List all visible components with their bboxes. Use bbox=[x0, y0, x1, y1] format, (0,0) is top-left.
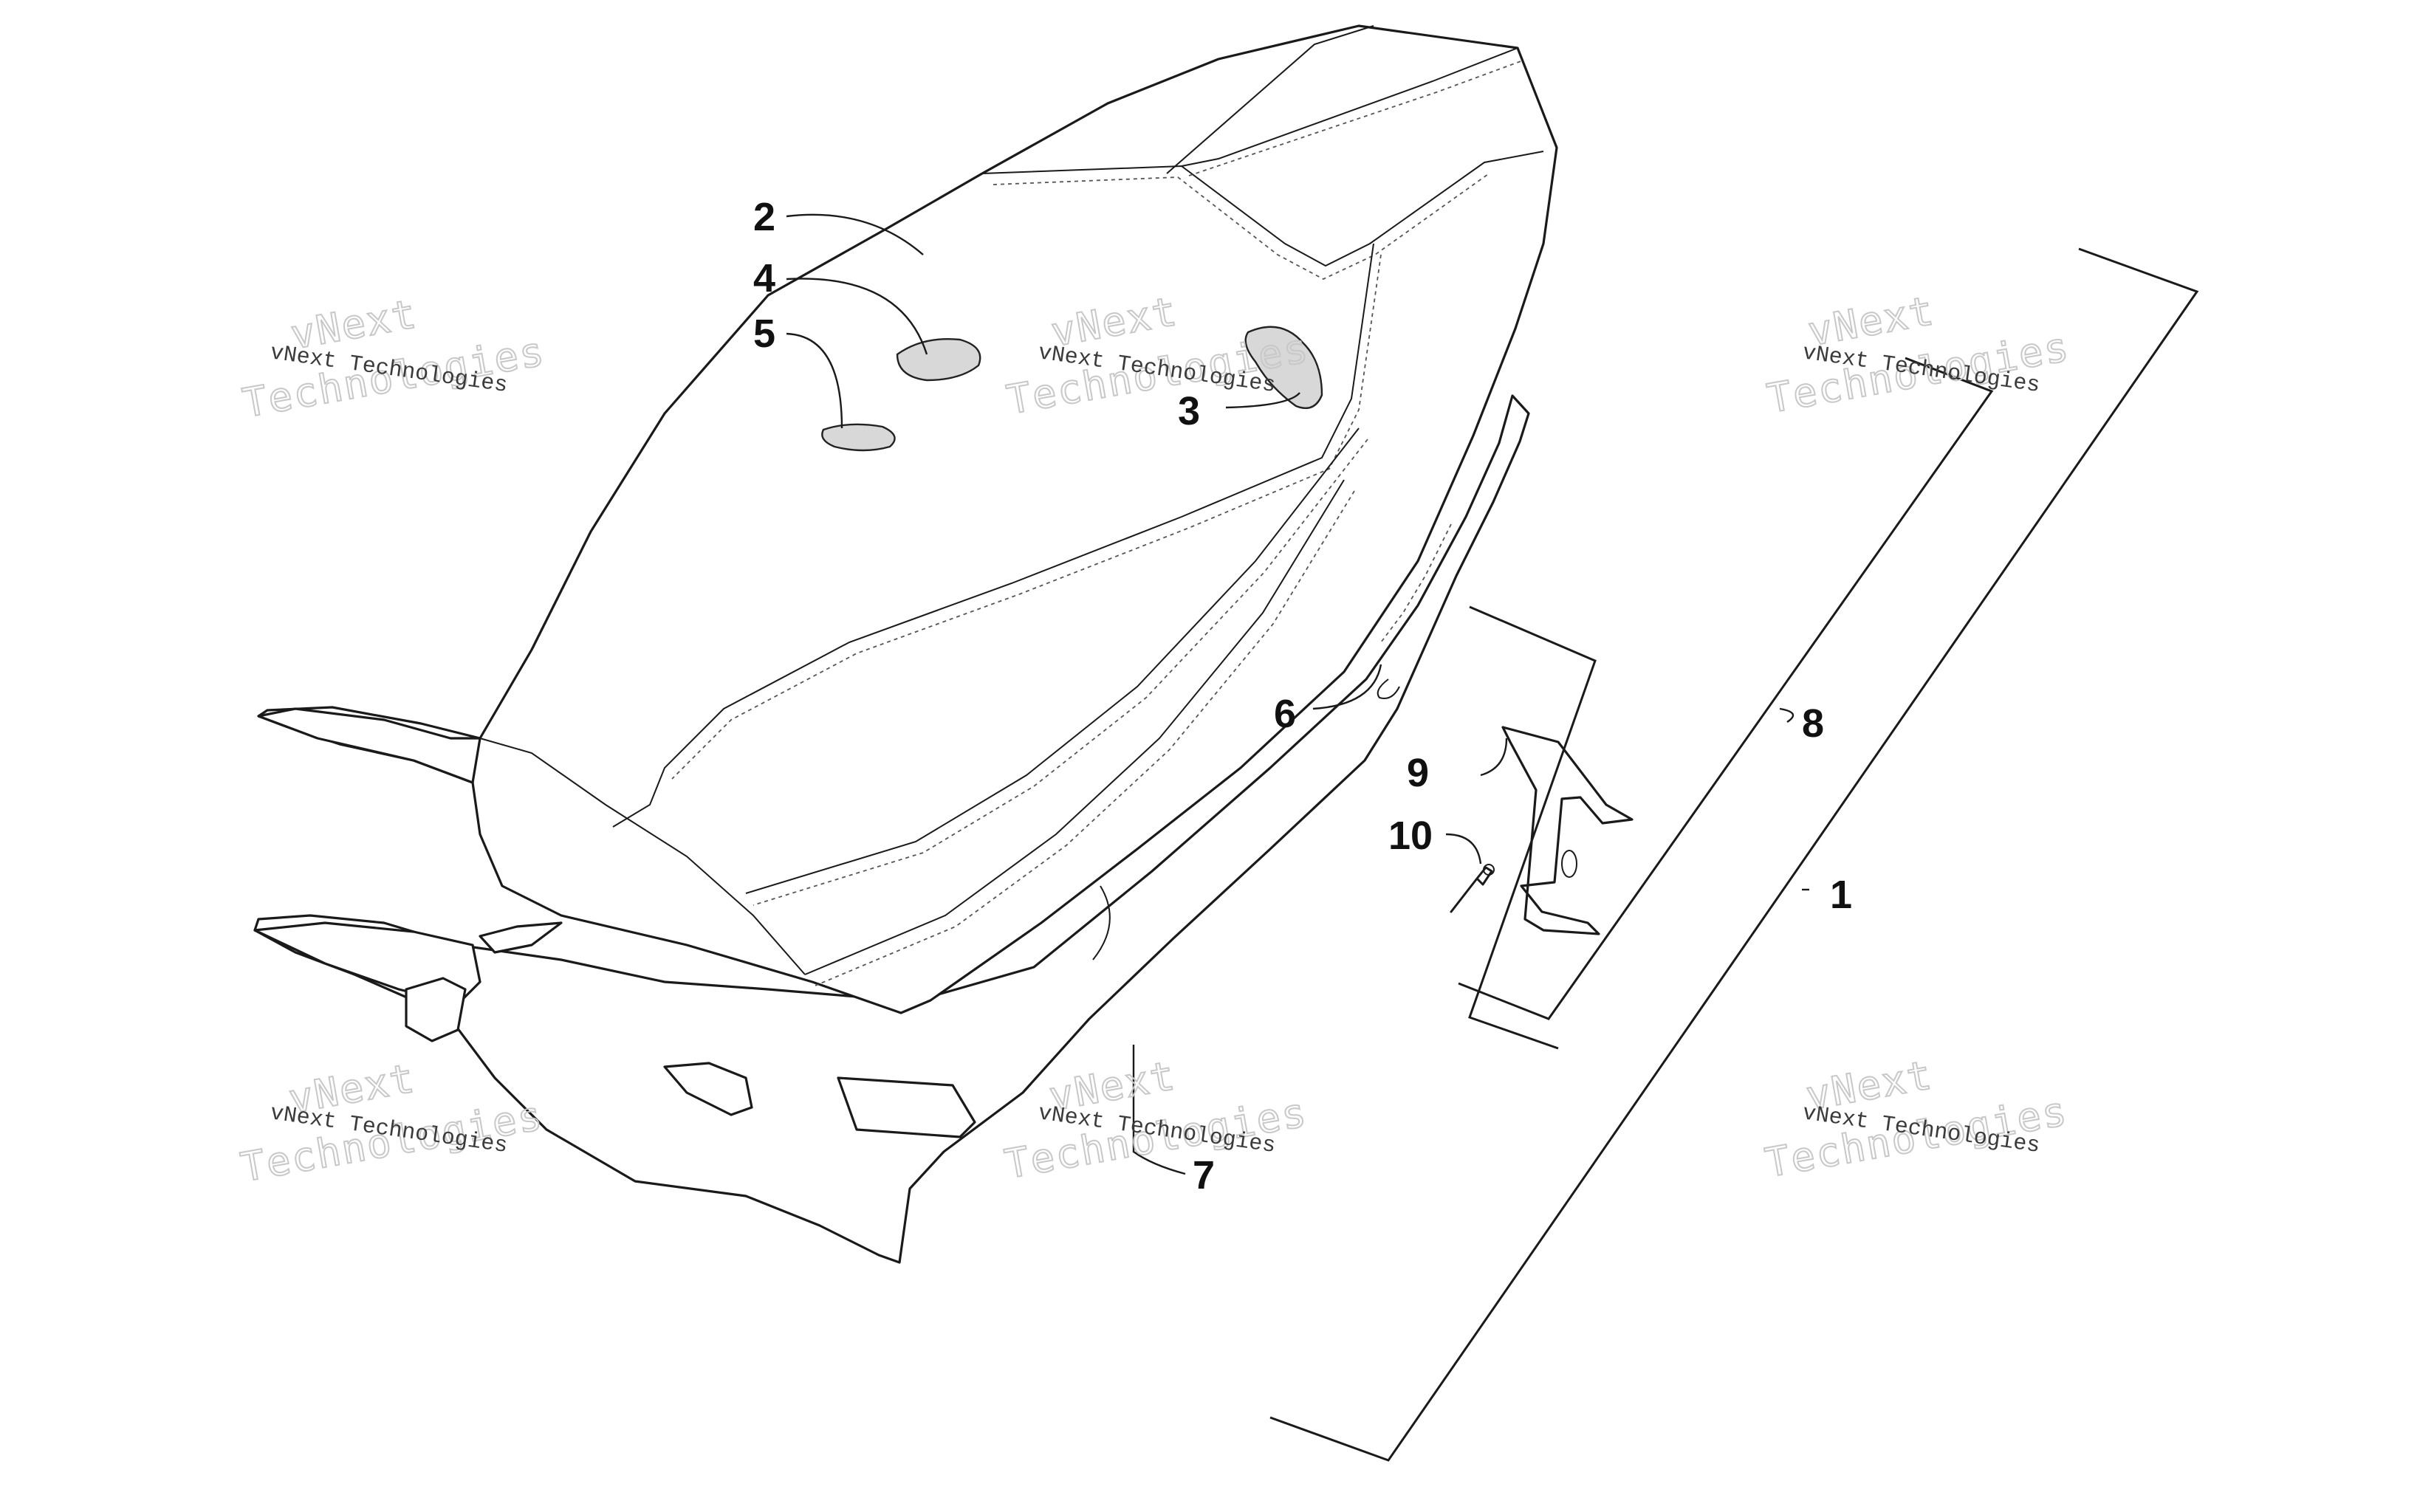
leaders bbox=[786, 213, 1809, 1175]
leader-7 bbox=[1132, 1045, 1186, 1175]
leader-2 bbox=[786, 213, 924, 255]
seat-lower-seam bbox=[479, 738, 806, 975]
leader-4 bbox=[786, 278, 928, 355]
seat-side-stitch bbox=[671, 254, 1382, 780]
seat-body bbox=[257, 24, 1558, 1014]
seat-top-stitch-1 bbox=[1188, 60, 1523, 176]
seat-front-stitch-1 bbox=[753, 439, 1368, 906]
seat-top-seam bbox=[1181, 47, 1518, 167]
hook-outline bbox=[1380, 523, 1452, 643]
seat-front-seam-2 bbox=[804, 479, 1345, 975]
callout-7: 7 bbox=[1193, 1153, 1215, 1197]
leader-6 bbox=[1312, 664, 1382, 710]
rivet-part-10 bbox=[1450, 866, 1493, 913]
bracket-hole bbox=[1561, 850, 1577, 878]
base-cutout-left bbox=[663, 1062, 753, 1116]
callout-4: 4 bbox=[753, 256, 775, 300]
patch-part-5 bbox=[821, 423, 896, 452]
callouts: 1 2 3 4 5 6 7 8 9 10 bbox=[753, 195, 1852, 1197]
base-cutout-right bbox=[837, 1076, 976, 1138]
callout-3: 3 bbox=[1178, 389, 1200, 433]
callout-10: 10 bbox=[1388, 814, 1433, 858]
bracket-kit-1 bbox=[1269, 247, 2199, 1462]
leader-8 bbox=[1779, 707, 1795, 724]
leader-10 bbox=[1445, 833, 1482, 865]
base-inner-curve bbox=[1092, 885, 1111, 961]
watermark-bottom-right: vNext Technologies bbox=[1761, 1051, 2072, 1187]
seat-side-seam bbox=[612, 243, 1374, 828]
bracket-assembly bbox=[1450, 726, 1634, 935]
leader-3 bbox=[1225, 392, 1300, 409]
seat-front-stitch-2 bbox=[815, 490, 1355, 986]
callout-5: 5 bbox=[753, 312, 775, 356]
hinge-clip bbox=[479, 921, 563, 954]
front-tab bbox=[405, 977, 467, 1042]
rivet-head bbox=[1483, 864, 1495, 876]
bracket-kit-9-10 bbox=[1468, 605, 1597, 1050]
watermark-top-right: vNext Technologies bbox=[1763, 286, 2074, 423]
leader-9 bbox=[1480, 738, 1508, 777]
seat-top-stitch-2 bbox=[993, 173, 1489, 281]
seat-assembly bbox=[253, 24, 1558, 1264]
leader-5 bbox=[786, 332, 843, 429]
latch-hook bbox=[1377, 678, 1400, 699]
callout-6: 6 bbox=[1274, 692, 1296, 736]
kit-brackets bbox=[1269, 247, 2199, 1462]
seat-center-ridge bbox=[1166, 25, 1374, 174]
callout-9: 9 bbox=[1407, 751, 1429, 795]
patch-part-4 bbox=[896, 338, 981, 382]
callout-2: 2 bbox=[753, 195, 775, 239]
bracket-part-9 bbox=[1501, 726, 1634, 935]
callout-8: 8 bbox=[1802, 701, 1824, 746]
rear-handle bbox=[257, 707, 481, 784]
bracket-kit-8 bbox=[1458, 357, 1994, 1020]
seat-front-seam-1 bbox=[745, 427, 1360, 894]
callout-1: 1 bbox=[1830, 873, 1852, 917]
patch-part-3 bbox=[1244, 326, 1323, 410]
